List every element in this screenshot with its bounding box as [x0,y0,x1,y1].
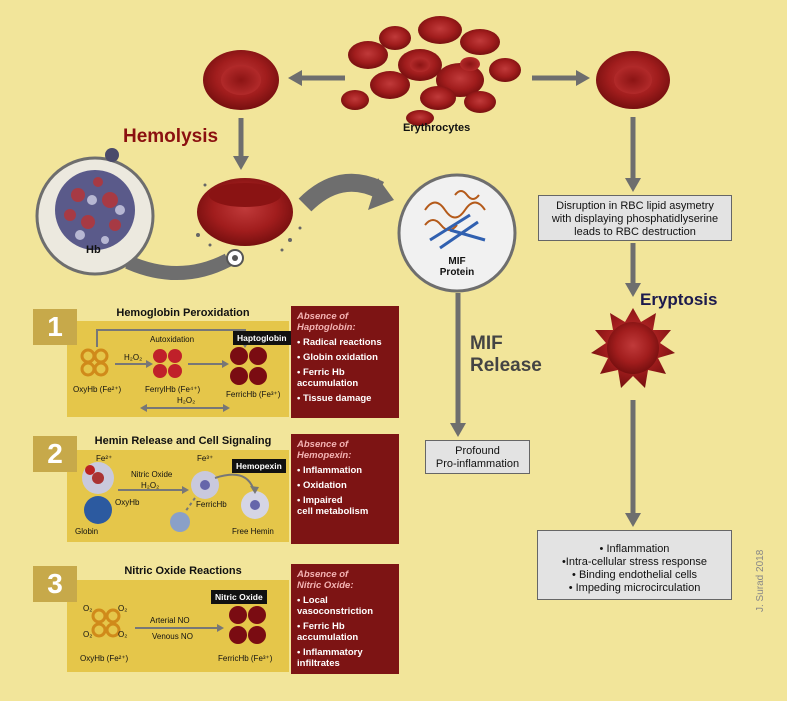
panel1-ferrichb: FerricHb (Fe³⁺) [226,390,281,399]
eryptosis-label: Eryptosis [640,290,718,309]
arrowheads-top [233,70,641,527]
panel2-free-hemin: Free Hemin [232,527,274,536]
panel3-effect: Ferric Hb accumulation [297,621,393,643]
panel3-o2: O₂ [83,604,93,613]
panel3-o2: O₂ [118,604,128,613]
erythrocytes-label: Erythrocytes [403,122,471,134]
panel1-h2o2-a: H₂O₂ [124,353,143,362]
credit-text: J. Surad 2018 [755,549,766,612]
panel3-effect: Local vasoconstriction [297,595,393,617]
lysed-rbc [196,178,302,252]
panel1-title: Hemoglobin Peroxidation [116,307,250,319]
panel3-number: 3 [33,566,77,602]
arrows-top [238,75,636,515]
rbc-disruption-box: Disruption in RBC lipid asymetry with di… [538,195,732,241]
curved-arrow-mif [298,173,385,212]
mif-release-label: MIF Release [470,333,542,376]
panel3-ferrichb: FerricHb (Fe³⁺) [218,654,273,663]
rbc-right [596,51,670,109]
panel2-fe3: Fe³⁺ [197,454,214,463]
hb-label: Hb [86,244,101,256]
curved-connector-hb [125,253,232,280]
panel3-absence-box: Absence of Nitric Oxide: Local vasoconst… [291,564,399,674]
panel2-globin: Globin [75,527,99,536]
panel2-nitric-oxide: Nitric Oxide [131,470,173,479]
panel1-effect: Tissue damage [297,393,393,404]
panel2-absence-title: Absence of Hemopexin: [297,439,352,461]
panel1-effect: Globin oxidation [297,352,393,363]
rbc-left [203,50,279,110]
eryptosis-effect-item: • Binding endothelial cells [572,569,697,581]
eryptotic-cell [591,308,675,388]
panel1-effect: Radical reactions [297,337,393,348]
panel3-oxyhb: OxyHb (Fe²⁺) [80,654,129,663]
hb-circle [35,148,155,276]
panel1-number: 1 [33,309,77,345]
panel1-absence-title: Absence of Haptoglobin: [297,311,356,333]
panel3-arterial-no: Arterial NO [150,616,190,625]
mif-protein-label: MIF Protein [439,256,475,278]
panel3-effect: Inflammatory infiltrates [297,647,393,669]
panel2-title: Hemin Release and Cell Signaling [94,435,272,447]
panel2-effect: Impaired cell metabolism [297,495,393,517]
panel2-oxyhb: OxyHb [115,498,140,507]
panel3-o2: O₂ [83,630,93,639]
panel1-oxyhb: OxyHb (Fe²⁺) [73,385,122,394]
panel3-title: Nitric Oxide Reactions [124,565,242,577]
panel1-autoxidation: Autoxidation [150,335,195,344]
panel3-venous-no: Venous NO [152,632,193,641]
panel2-ferrichb: FerricHb [196,500,227,509]
hemolysis-label: Hemolysis [123,126,219,147]
profound-inflammation-box: Profound Pro-inflammation [425,440,530,474]
panel1-ferrylhb: FerrylHb (Fe⁴⁺) [145,385,201,394]
panel3-o2: O₂ [118,630,128,639]
mif-circle [397,173,517,293]
eryptosis-effect-item: • Impeding microcirculation [568,582,701,594]
panel2-effect: Inflammation [297,465,393,476]
panel3-absence-title: Absence of Nitric Oxide: [297,569,354,591]
panel1-h2o2-b: H₂O₂ [177,396,196,405]
panel3-molecules [91,606,266,644]
haptoglobin-label: Haptoglobin [233,331,291,345]
eryptosis-effect-item: •Intra-cellular stress response [561,556,708,568]
panel2-h2o2: H₂O₂ [141,481,160,490]
panel1-molecules [80,347,267,385]
nitric-oxide-label: Nitric Oxide [211,590,267,604]
panel1-absence-box: Absence of Haptoglobin: Radical reaction… [291,306,399,418]
panel2-number: 2 [33,436,77,472]
panel1-effect: Ferric Hb accumulation [297,367,393,389]
eryptosis-effects-box: • Inflammation •Intra-cellular stress re… [537,530,732,600]
panel2-fe2: Fe²⁺ [96,454,113,463]
panel2-arrows [118,473,254,513]
panel2-absence-box: Absence of Hemopexin: Inflammation Oxida… [291,434,399,544]
panel2-effect: Oxidation [297,480,393,491]
eryptosis-effect-item: • Inflammation [599,543,670,555]
hemopexin-label: Hemopexin [232,459,286,473]
panel2-molecules [82,462,269,532]
erythrocyte-cluster [341,16,521,126]
